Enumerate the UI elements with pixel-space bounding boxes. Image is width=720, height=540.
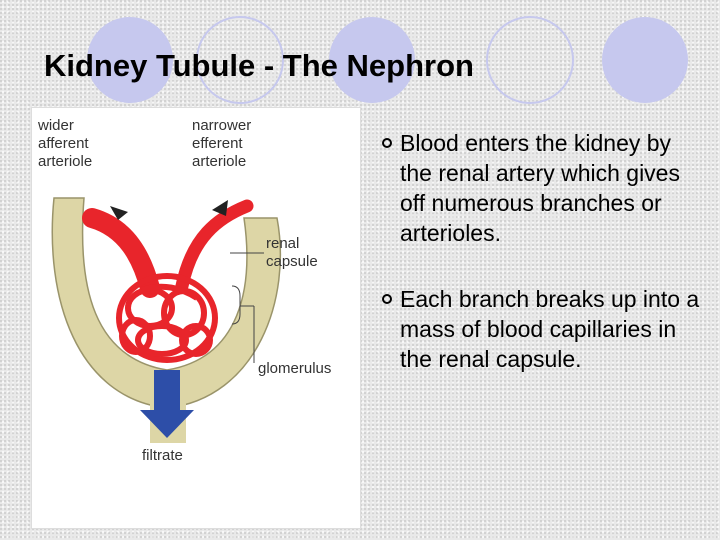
filtrate-arrow [140, 370, 194, 438]
label-glomerulus: glomerulus [258, 360, 331, 377]
inflow-arrow [110, 206, 128, 220]
bullet-circle-icon [382, 138, 392, 148]
bullet-item: Each branch breaks up into a mass of blo… [382, 284, 702, 374]
bullet-item: Blood enters the kidney by the renal art… [382, 128, 702, 248]
label-capsule-1: renal [266, 235, 299, 252]
bullet-text: Each branch breaks up into a mass of blo… [400, 286, 700, 372]
bullet-circle-icon [382, 294, 392, 304]
nephron-diagram: wider afferent arteriole narrower effere… [32, 108, 360, 528]
afferent-arteriole-shape [82, 208, 160, 298]
slide-title: Kidney Tubule - The Nephron [44, 48, 474, 83]
bullet-list: Blood enters the kidney by the renal art… [382, 128, 702, 410]
label-afferent-1: wider [37, 117, 74, 134]
bullet-text: Blood enters the kidney by the renal art… [400, 130, 680, 246]
renal-capsule-shape [51, 197, 281, 409]
label-efferent-1: narrower [192, 117, 251, 134]
label-afferent-3: arteriole [38, 153, 92, 170]
label-efferent-2: efferent [192, 135, 243, 152]
label-efferent-3: arteriole [192, 153, 246, 170]
label-filtrate: filtrate [142, 447, 183, 464]
label-capsule-2: capsule [266, 253, 318, 270]
efferent-arteriole-shape [175, 199, 254, 293]
glomerulus-shape [116, 273, 218, 363]
label-afferent-2: afferent [38, 135, 89, 152]
outflow-arrow [212, 200, 228, 216]
